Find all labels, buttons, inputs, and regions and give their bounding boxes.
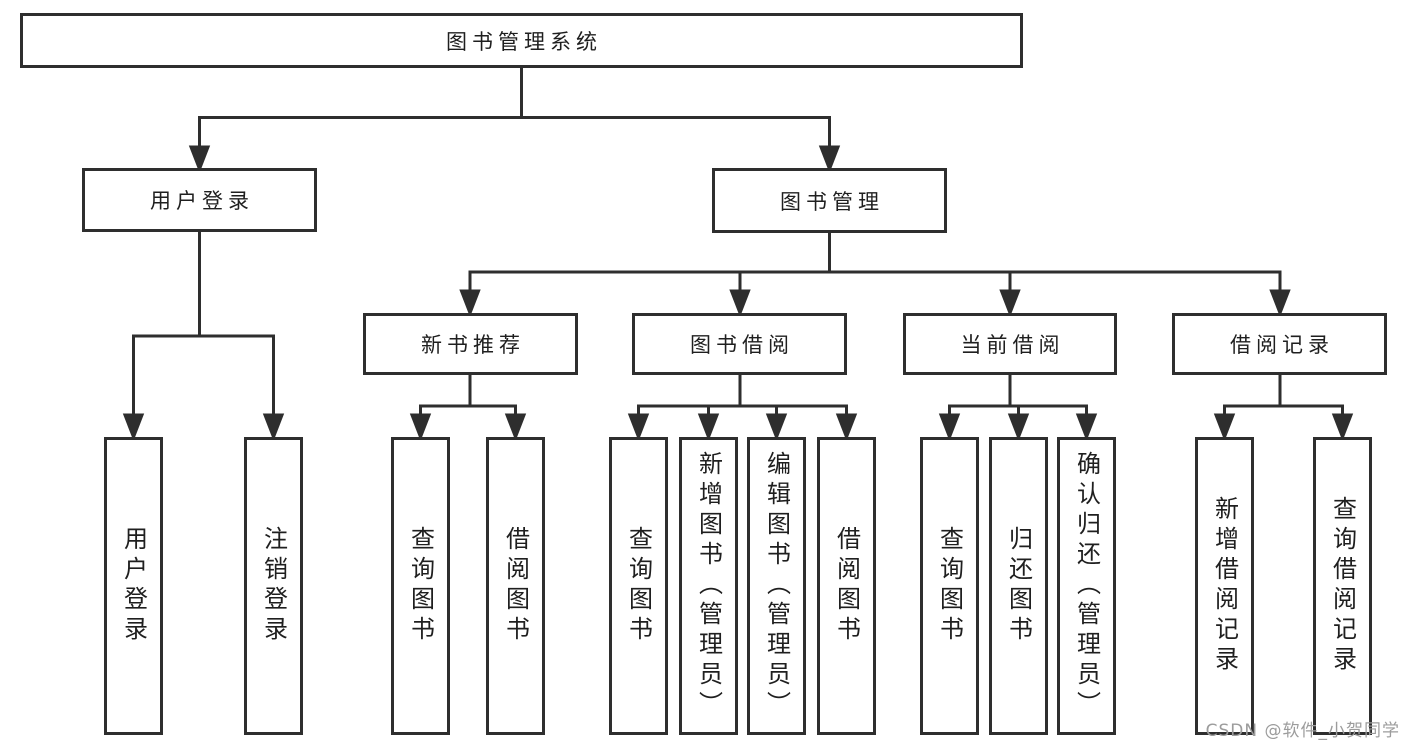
node-current-borrow: 当前借阅 xyxy=(903,313,1117,375)
leaf-borrow-add-books-admin: 新增图书（管理员） xyxy=(679,437,738,735)
leaf-current-confirm-return-admin-label: 确认归还（管理员） xyxy=(1072,451,1101,721)
leaf-current-return-books-label: 归还图书 xyxy=(1004,526,1033,646)
leaf-newbook-borrow-books-label: 借阅图书 xyxy=(501,526,530,646)
leaf-user-login: 用户登录 xyxy=(104,437,163,735)
arrowhead-nb-borrow xyxy=(504,413,527,442)
node-book-management-label: 图书管理 xyxy=(780,189,884,214)
leaf-records-add-record: 新增借阅记录 xyxy=(1195,437,1254,735)
arrowhead-records xyxy=(1269,289,1291,318)
leaf-borrow-borrow-books: 借阅图书 xyxy=(817,437,876,735)
leaf-current-query-books-label: 查询图书 xyxy=(935,526,964,646)
leaf-borrow-add-books-admin-label: 新增图书（管理员） xyxy=(694,451,723,721)
leaf-newbook-borrow-books: 借阅图书 xyxy=(486,437,545,735)
arrowhead-user-login xyxy=(188,145,211,174)
arrowhead-rec-add xyxy=(1213,413,1236,442)
node-user-login: 用户登录 xyxy=(82,168,317,232)
leaf-borrow-query-books: 查询图书 xyxy=(609,437,668,735)
leaf-current-confirm-return-admin: 确认归还（管理员） xyxy=(1057,437,1116,735)
csdn-watermark: CSDN @软件_小贺同学 xyxy=(1205,721,1400,741)
node-borrow-records-label: 借阅记录 xyxy=(1230,333,1334,357)
arrowhead-current xyxy=(999,289,1021,318)
arrowhead-cur-confirm xyxy=(1075,413,1098,442)
leaf-records-query-record: 查询借阅记录 xyxy=(1313,437,1372,735)
node-user-login-label: 用户登录 xyxy=(150,189,254,213)
leaf-records-query-record-label: 查询借阅记录 xyxy=(1328,496,1357,676)
leaf-logout: 注销登录 xyxy=(244,437,303,735)
node-library-system-label: 图书管理系统 xyxy=(446,29,602,54)
leaf-newbook-query-books: 查询图书 xyxy=(391,437,450,735)
arrowhead-borrow xyxy=(729,289,751,318)
arrowhead-bw-borrow xyxy=(835,413,858,442)
node-book-borrow: 图书借阅 xyxy=(632,313,847,375)
leaf-current-query-books: 查询图书 xyxy=(920,437,979,735)
leaf-borrow-query-books-label: 查询图书 xyxy=(624,526,653,646)
leaf-current-return-books: 归还图书 xyxy=(989,437,1048,735)
node-new-book-recommend-label: 新书推荐 xyxy=(421,333,525,357)
arrowhead-bw-edit xyxy=(765,413,788,442)
arrowhead-rec-query xyxy=(1331,413,1354,442)
leaf-borrow-edit-books-admin-label: 编辑图书（管理员） xyxy=(762,451,791,721)
arrowhead-book-mgmt xyxy=(818,145,841,174)
node-book-management: 图书管理 xyxy=(712,168,947,233)
node-borrow-records: 借阅记录 xyxy=(1172,313,1387,375)
node-current-borrow-label: 当前借阅 xyxy=(960,333,1065,357)
leaf-logout-label: 注销登录 xyxy=(259,526,288,646)
arrowhead-cur-query xyxy=(938,413,961,442)
arrowhead-leaf-logout xyxy=(262,413,285,442)
leaf-newbook-query-books-label: 查询图书 xyxy=(406,526,435,646)
leaf-borrow-borrow-books-label: 借阅图书 xyxy=(832,526,861,646)
node-book-borrow-label: 图书借阅 xyxy=(690,333,794,357)
leaf-borrow-edit-books-admin: 编辑图书（管理员） xyxy=(747,437,806,735)
arrowhead-newbook xyxy=(459,289,481,318)
connector-group xyxy=(122,66,1354,442)
node-library-system: 图书管理系统 xyxy=(20,13,1023,68)
arrowhead-bw-add xyxy=(697,413,720,442)
arrowhead-nb-query xyxy=(409,413,432,442)
node-new-book-recommend: 新书推荐 xyxy=(363,313,578,375)
leaf-user-login-label: 用户登录 xyxy=(119,526,148,646)
arrowhead-bw-query xyxy=(627,413,650,442)
leaf-records-add-record-label: 新增借阅记录 xyxy=(1210,496,1239,676)
arrowhead-cur-return xyxy=(1007,413,1030,442)
arrowhead-leaf-login xyxy=(122,413,145,442)
